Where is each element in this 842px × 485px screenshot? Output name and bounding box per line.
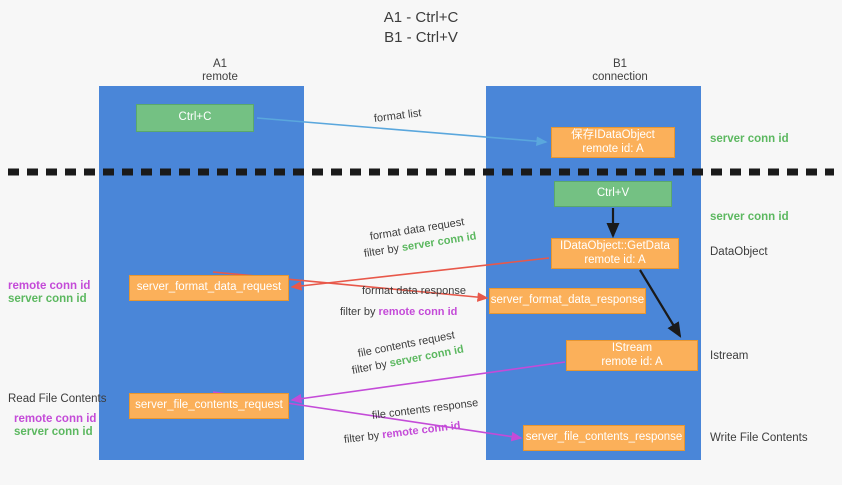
filter-value-remote-conn-id: remote conn id [378, 306, 458, 318]
node-idataobject-getdata[interactable]: IDataObject::GetData remote id: A [551, 238, 679, 269]
filter-prefix: filter by [340, 306, 379, 318]
column-header-b1: B1 connection [520, 58, 720, 84]
edge-label-format-data-response-filter: filter by remote conn id [340, 305, 457, 319]
arrow-file-contents-request [290, 361, 566, 404]
node-server-format-data-response[interactable]: server_format_data_response [489, 288, 646, 314]
node-idataobject-line1: 保存IDataObject [571, 129, 655, 141]
column-a1-sub: remote [202, 71, 238, 83]
node-ctrl-c[interactable]: Ctrl+C [136, 104, 254, 132]
node-server-file-contents-request[interactable]: server_file_contents_request [129, 393, 289, 419]
node-server-format-data-response-label: server_format_data_response [490, 294, 645, 307]
side-label-server-conn-id-second: server conn id [710, 211, 789, 223]
node-server-file-contents-request-label: server_file_contents_request [135, 399, 283, 412]
node-server-format-data-request[interactable]: server_format_data_request [129, 275, 289, 301]
node-idataobject-getdata-line2: remote id: A [584, 253, 646, 266]
node-server-format-data-request-label: server_format_data_request [136, 281, 282, 294]
node-ctrl-v[interactable]: Ctrl+V [554, 181, 672, 207]
title-line-1: A1 - Ctrl+C [383, 9, 459, 26]
node-ctrl-c-label: Ctrl+C [178, 111, 212, 124]
column-b1-sub: connection [592, 71, 648, 83]
node-server-file-contents-response-label: server_file_contents_response [525, 431, 683, 444]
side-label-write-file-contents: Write File Contents [710, 432, 808, 444]
page-title: A1 - Ctrl+C B1 - Ctrl+V [0, 8, 842, 48]
side-label-istream: Istream [710, 350, 749, 362]
node-istream[interactable]: IStream remote id: A [566, 340, 698, 371]
side-label-server-conn-id-top-left: server conn id [8, 293, 87, 305]
arrow-getdata-to-istream [639, 269, 682, 338]
title-line-2: B1 - Ctrl+V [384, 29, 458, 46]
side-label-server-conn-id-bottom: server conn id [14, 426, 93, 438]
node-istream-line2: remote id: A [601, 355, 663, 368]
side-label-remote-conn-id-top: remote conn id [8, 280, 91, 292]
arrow-format-list [256, 117, 548, 146]
side-label-dataobject: DataObject [710, 246, 768, 258]
side-label-read-file-contents: Read File Contents [8, 393, 107, 405]
side-label-server-conn-id-top: server conn id [710, 133, 789, 145]
side-label-remote-conn-id-bottom: remote conn id [14, 413, 97, 425]
node-idataobject-line2: remote id: A [582, 142, 644, 155]
arrow-format-data-request [290, 257, 550, 291]
edge-label-format-data-response: format data response [362, 284, 466, 298]
column-header-a1: A1 remote [120, 58, 320, 84]
node-ctrl-v-label: Ctrl+V [596, 187, 630, 200]
node-idataobject[interactable]: 保存IDataObject remote id: A [551, 127, 675, 158]
node-server-file-contents-response[interactable]: server_file_contents_response [523, 425, 685, 451]
node-istream-line1: IStream [611, 342, 653, 354]
column-a1-name: A1 [212, 58, 228, 70]
node-idataobject-getdata-line1: IDataObject::GetData [560, 240, 670, 252]
column-b1-name: B1 [612, 58, 628, 70]
edge-label-format-data-response-text: format data response [362, 285, 466, 297]
